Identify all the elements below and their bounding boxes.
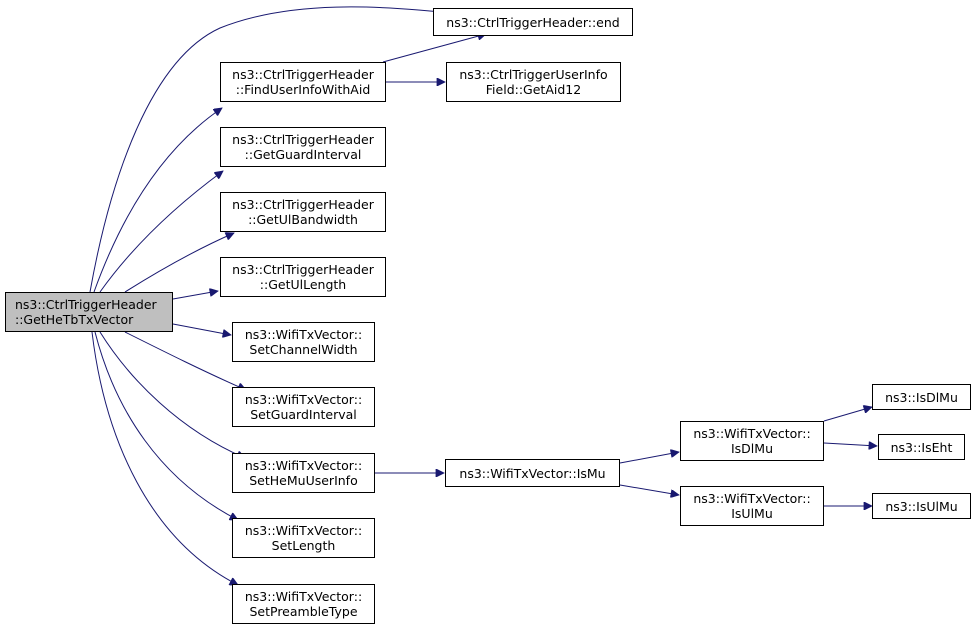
node-get-he-tb-tx-vector-line1: ns3::CtrlTriggerHeader [15,297,157,312]
edge-root-to-set-length [94,331,238,521]
node-is-dl-mu-vector-line1: ns3::WifiTxVector:: [693,426,811,441]
node-get-ul-length-line2: ::GetUlLength [259,277,347,292]
node-is-dl-mu-vector[interactable]: ns3::WifiTxVector:: IsDlMu [680,421,824,461]
edge-root-to-set-preamble-type [91,331,238,586]
node-get-guard-interval[interactable]: ns3::CtrlTriggerHeader ::GetGuardInterva… [220,127,386,167]
node-set-guard-interval[interactable]: ns3::WifiTxVector:: SetGuardInterval [232,387,375,427]
node-set-channel-width-line1: ns3::WifiTxVector:: [244,327,363,342]
node-is-mu-line1: ns3::WifiTxVector::IsMu [459,465,606,481]
node-set-preamble-type[interactable]: ns3::WifiTxVector:: SetPreambleType [232,584,375,624]
edge-root-to-get-ul-length [172,291,218,300]
node-set-channel-width[interactable]: ns3::WifiTxVector:: SetChannelWidth [232,322,375,362]
node-set-he-mu-user-info-line1: ns3::WifiTxVector:: [244,458,363,473]
node-set-guard-interval-line1: ns3::WifiTxVector:: [244,392,363,407]
node-is-ul-mu-line1: ns3::IsUlMu [885,498,958,514]
edge-root-to-get-guard-interval [99,171,223,293]
node-set-he-mu-user-info[interactable]: ns3::WifiTxVector:: SetHeMuUserInfo [232,453,375,493]
node-end[interactable]: ns3::CtrlTriggerHeader::end [433,8,633,36]
node-is-ul-mu[interactable]: ns3::IsUlMu [872,493,971,519]
node-get-aid12-line2: Field::GetAid12 [485,82,582,97]
node-get-ul-length-line1: ns3::CtrlTriggerHeader [232,262,374,277]
node-set-length[interactable]: ns3::WifiTxVector:: SetLength [232,518,375,558]
node-is-dl-mu[interactable]: ns3::IsDlMu [872,384,971,410]
node-is-ul-mu-vector-line2: IsUlMu [731,506,773,521]
edge-is-dl-mu-vector-to-is-dl-mu [823,407,872,422]
edge-root-to-set-he-mu-user-info [99,331,245,458]
node-set-preamble-type-line1: ns3::WifiTxVector:: [244,589,363,604]
node-get-guard-interval-line1: ns3::CtrlTriggerHeader [232,132,374,147]
node-set-length-line2: SetLength [271,538,336,553]
node-set-channel-width-line2: SetChannelWidth [249,342,358,357]
node-get-he-tb-tx-vector-line2: ::GetHeTbTxVector [15,312,134,327]
edge-is-mu-to-is-dl-mu-vector [619,452,679,464]
node-get-ul-bandwidth-line1: ns3::CtrlTriggerHeader [232,197,374,212]
node-set-length-line1: ns3::WifiTxVector:: [244,523,363,538]
edge-root-to-find-user-info [93,108,222,293]
node-get-guard-interval-line2: ::GetGuardInterval [244,147,362,162]
node-get-ul-bandwidth[interactable]: ns3::CtrlTriggerHeader ::GetUlBandwidth [220,192,386,232]
node-get-ul-length[interactable]: ns3::CtrlTriggerHeader ::GetUlLength [220,257,386,297]
node-is-eht[interactable]: ns3::IsEht [878,434,965,460]
node-is-mu[interactable]: ns3::WifiTxVector::IsMu [445,459,620,487]
node-is-dl-mu-line1: ns3::IsDlMu [885,389,958,405]
node-get-aid12[interactable]: ns3::CtrlTriggerUserInfo Field::GetAid12 [446,62,621,102]
node-is-ul-mu-vector[interactable]: ns3::WifiTxVector:: IsUlMu [680,486,824,526]
edge-root-to-end [89,6,460,293]
edge-is-dl-mu-vector-to-is-eht [823,443,877,446]
node-set-he-mu-user-info-line2: SetHeMuUserInfo [249,473,358,488]
node-find-user-info-with-aid-line2: ::FindUserInfoWithAid [235,82,371,97]
edge-is-mu-to-is-ul-mu-vector [619,484,679,495]
node-get-aid12-line1: ns3::CtrlTriggerUserInfo [459,67,608,82]
node-set-preamble-type-line2: SetPreambleType [249,604,358,619]
node-find-user-info-with-aid[interactable]: ns3::CtrlTriggerHeader ::FindUserInfoWit… [220,62,386,102]
node-set-guard-interval-line2: SetGuardInterval [250,407,357,422]
node-end-line1: ns3::CtrlTriggerHeader::end [446,14,620,30]
node-get-he-tb-tx-vector[interactable]: ns3::CtrlTriggerHeader ::GetHeTbTxVector [5,292,173,332]
node-find-user-info-with-aid-line1: ns3::CtrlTriggerHeader [232,67,374,82]
edge-find-user-info-to-end [382,34,486,63]
edge-root-to-get-ul-bandwidth [124,233,234,293]
node-is-eht-line1: ns3::IsEht [890,439,953,455]
node-is-dl-mu-vector-line2: IsDlMu [730,441,773,456]
node-is-ul-mu-vector-line1: ns3::WifiTxVector:: [693,491,811,506]
node-get-ul-bandwidth-line2: ::GetUlBandwidth [248,212,358,227]
edge-root-to-set-channel-width [172,323,231,335]
edge-root-to-set-guard-interval [124,331,246,390]
